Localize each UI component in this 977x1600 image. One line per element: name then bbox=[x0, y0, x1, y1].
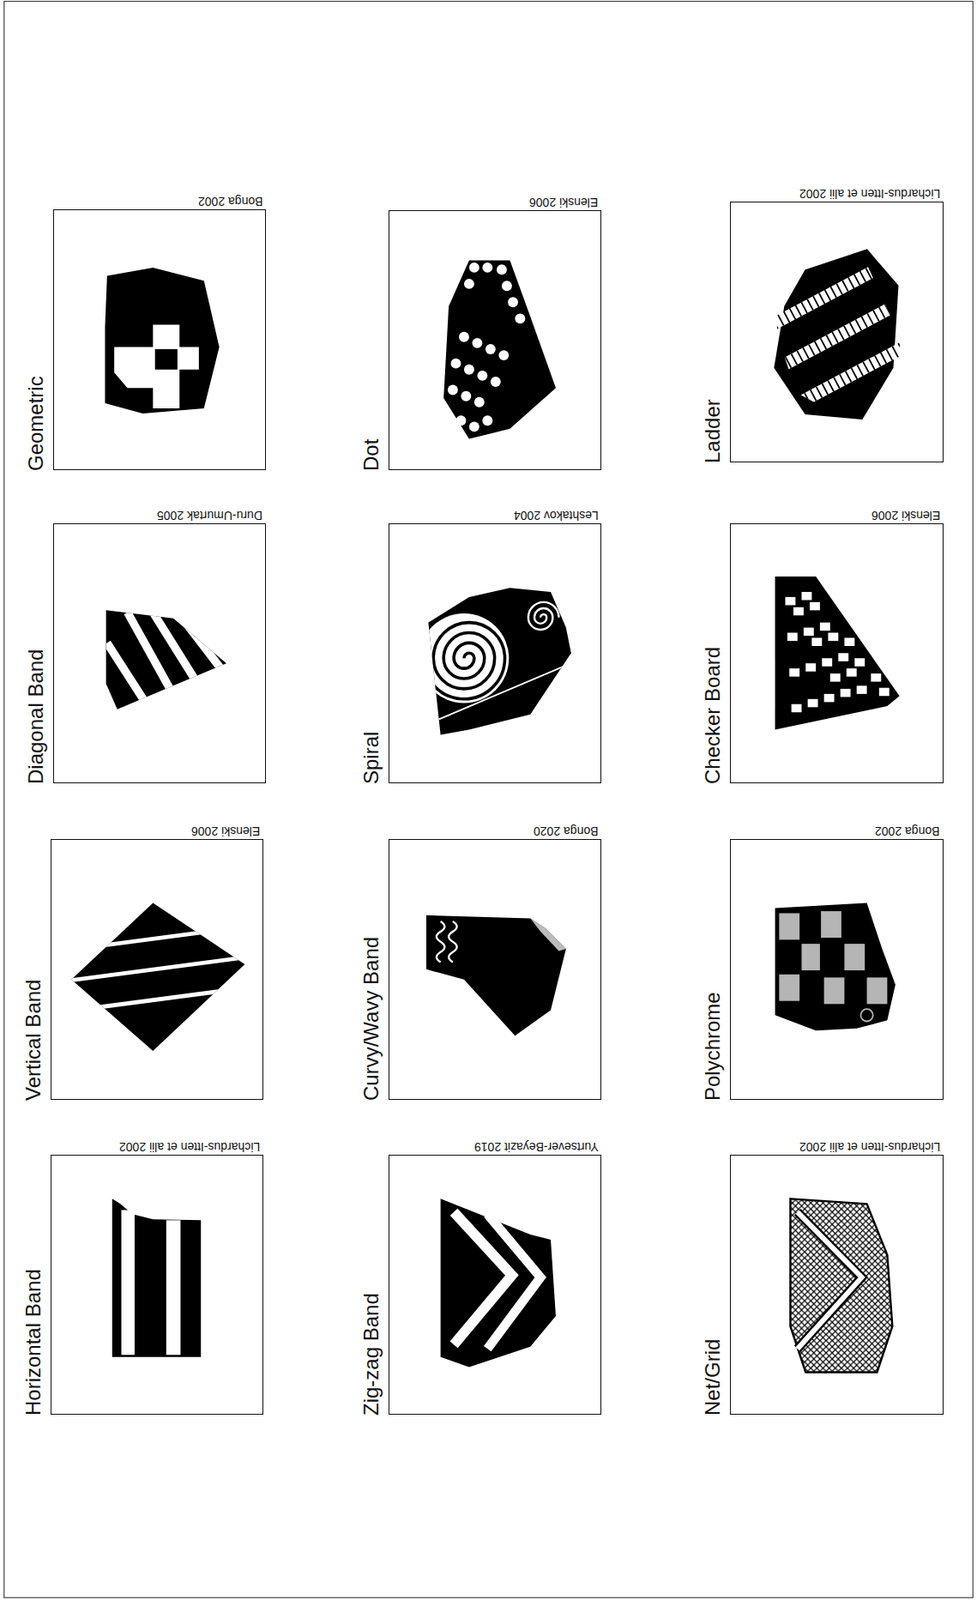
motif-name: Net/Grid bbox=[700, 1338, 725, 1416]
motif-name: Horizontal Band bbox=[21, 1268, 46, 1416]
motif-name: Polychrome bbox=[700, 991, 725, 1101]
diagonal-band-sherd bbox=[106, 609, 233, 714]
motif-name: Spiral bbox=[359, 731, 384, 785]
motif-panel: Diagonal BandDuru-Umurtak 2005 bbox=[53, 523, 266, 784]
source-citation: Duru-Umurtak 2005 bbox=[156, 508, 263, 523]
motif-panel: Zig-zag BandYurtsever-Beyazit 2019 bbox=[388, 1154, 602, 1415]
source-citation: Elenski 2006 bbox=[191, 824, 260, 839]
motif-panel: PolychromeBonga 2002 bbox=[729, 838, 943, 1099]
dot-sherd bbox=[443, 260, 556, 440]
motif-panel: Vertical BandElenski 2006 bbox=[50, 838, 263, 1099]
motif-name: Vertical Band bbox=[21, 978, 46, 1100]
motif-panel: LadderLichardus-Itten et alii 2002 bbox=[729, 201, 943, 462]
motif-name: Ladder bbox=[700, 398, 725, 464]
horizontal-band-sherd bbox=[112, 1198, 201, 1357]
source-citation: Bonga 2002 bbox=[874, 824, 941, 839]
source-citation: Lichardus-Itten et alii 2002 bbox=[799, 186, 941, 201]
source-citation: Yurtsever-Beyazit 2019 bbox=[474, 1139, 599, 1154]
source-citation: Bonga 2002 bbox=[198, 194, 264, 209]
ladder-sherd bbox=[745, 250, 929, 419]
checker-board-sherd bbox=[775, 576, 900, 730]
motif-name: Zig-zag Band bbox=[359, 1292, 384, 1416]
source-citation: Elenski 2006 bbox=[871, 508, 941, 523]
motif-name: Geometric bbox=[24, 375, 49, 471]
motif-panel: Net/GridLichardus-Itten et alii 2002 bbox=[729, 1154, 943, 1415]
source-citation: Lichardus-Itten et alii 2002 bbox=[119, 1139, 260, 1154]
zigzag-band-sherd bbox=[440, 1198, 556, 1367]
vertical-band-sherd bbox=[60, 903, 255, 1051]
motif-name: Checker Board bbox=[700, 646, 725, 785]
geometric-sherd bbox=[104, 267, 219, 414]
motif-panel: GeometricBonga 2002 bbox=[53, 209, 266, 471]
net-grid-sherd bbox=[790, 1198, 893, 1372]
spiral-sherd bbox=[419, 587, 572, 735]
motif-panel: DotElenski 2006 bbox=[388, 210, 602, 471]
source-citation: Lichardus-Itten et alii 2002 bbox=[799, 1139, 941, 1154]
source-citation: Elenski 2006 bbox=[529, 195, 598, 210]
page-border bbox=[4, 1, 973, 1599]
motif-name: Dot bbox=[359, 439, 384, 471]
polychrome-sherd bbox=[775, 903, 896, 1032]
motif-name: Curvy/Wavy Band bbox=[359, 935, 384, 1100]
motif-panel: Curvy/Wavy BandBonga 2020 bbox=[388, 838, 602, 1099]
motif-panel: Checker BoardElenski 2006 bbox=[729, 523, 943, 784]
motif-name: Diagonal Band bbox=[24, 649, 49, 785]
motif-panel: SpiralLeshtakov 2004 bbox=[388, 523, 602, 784]
motif-panel: Horizontal BandLichardus-Itten et alii 2… bbox=[50, 1154, 263, 1415]
source-citation: Leshtakov 2004 bbox=[513, 508, 599, 523]
source-citation: Bonga 2020 bbox=[533, 824, 599, 839]
wavy-band-sherd bbox=[426, 915, 567, 1036]
